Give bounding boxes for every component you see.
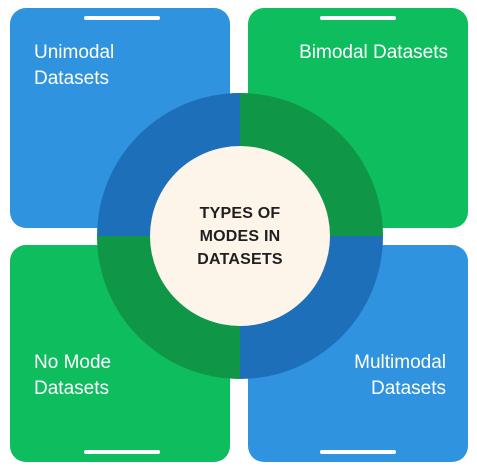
ring-segment-unimodal bbox=[97, 93, 240, 236]
ring-segment-multimodal bbox=[240, 236, 383, 379]
quadrant-label-bimodal: Bimodal Datasets bbox=[299, 42, 448, 63]
ring-segment-no-mode bbox=[97, 236, 240, 379]
ring-segment-bimodal bbox=[240, 93, 383, 236]
quadrant-label-no-mode: No Mode Datasets bbox=[34, 352, 112, 399]
center-circle: TYPES OF MODES IN DATASETS bbox=[150, 146, 330, 326]
quadrant-label-multimodal: Multimodal Datasets bbox=[354, 352, 446, 399]
quadrant-accent-bar bbox=[84, 450, 160, 454]
quadrant-accent-bar bbox=[84, 16, 160, 20]
quadrant-label-unimodal: Unimodal Datasets bbox=[34, 42, 115, 89]
center-title: TYPES OF MODES IN DATASETS bbox=[197, 204, 283, 268]
quadrant-accent-bar bbox=[320, 16, 396, 20]
quadrant-accent-bar bbox=[320, 450, 396, 454]
